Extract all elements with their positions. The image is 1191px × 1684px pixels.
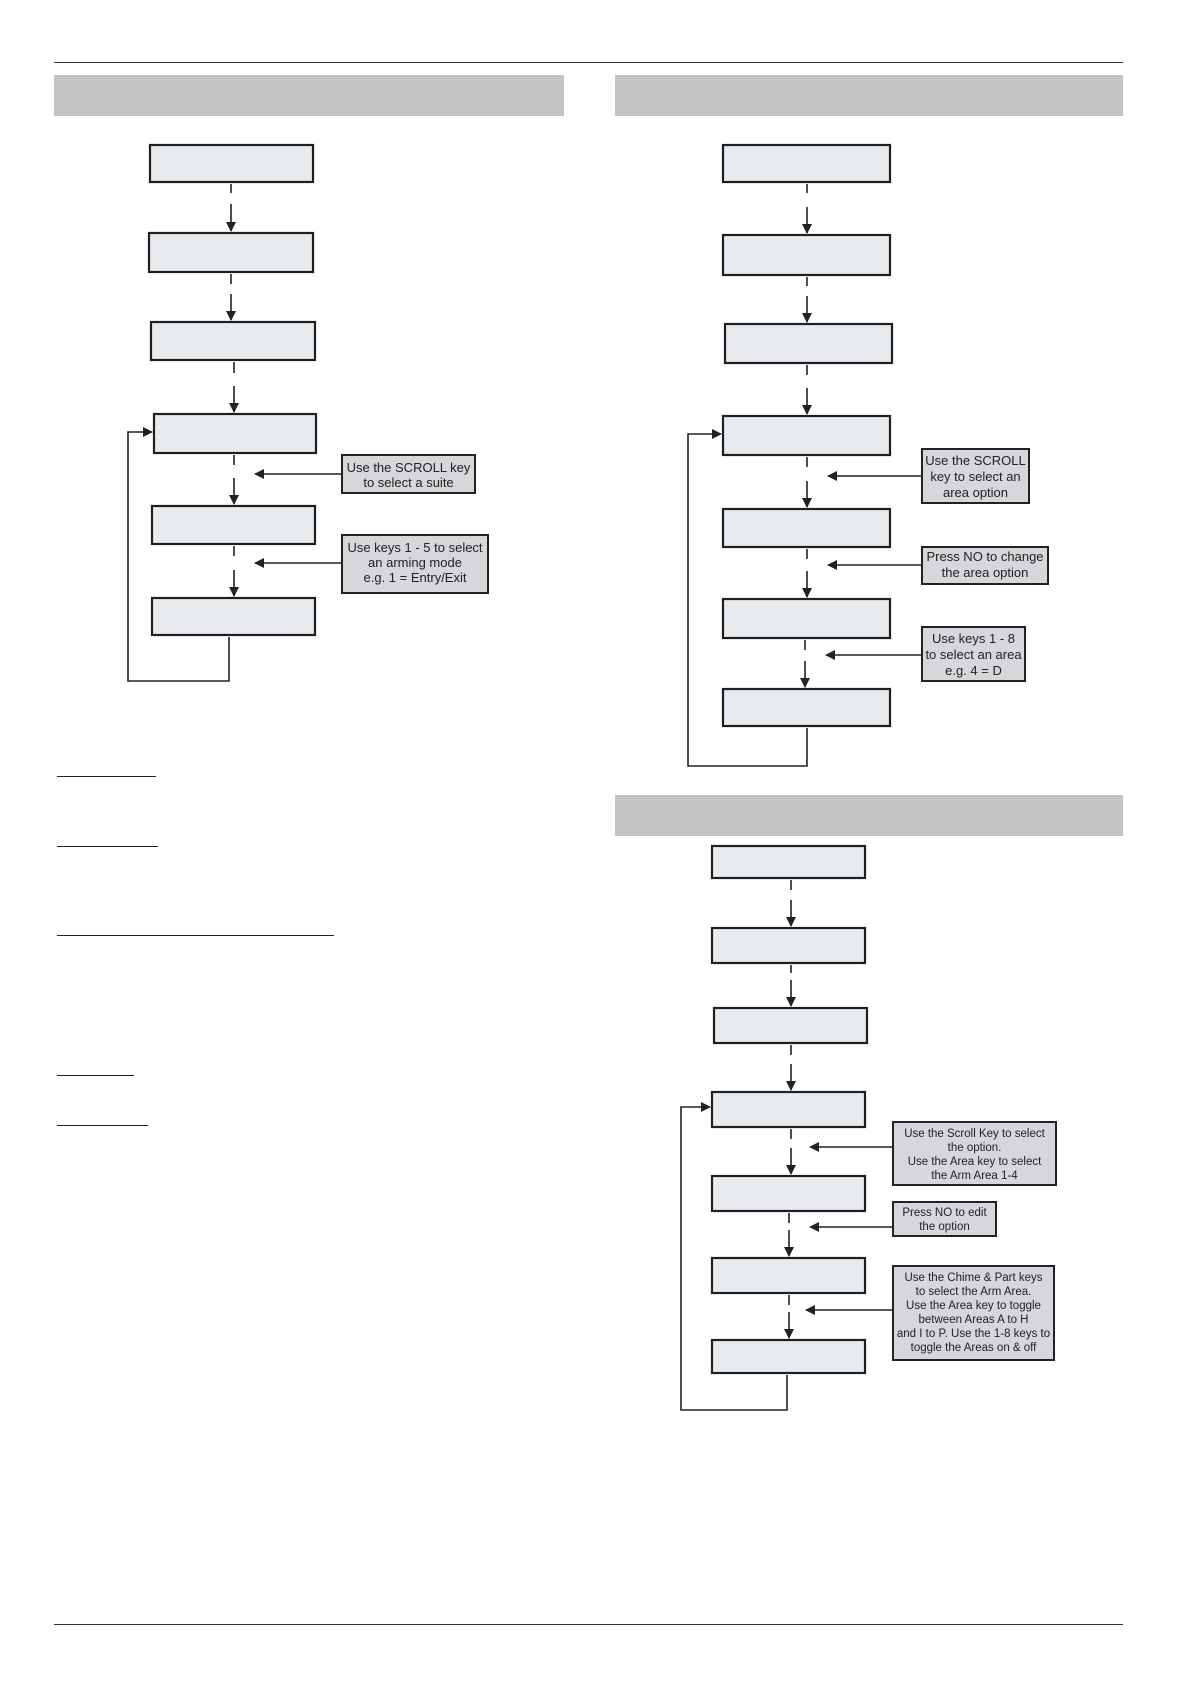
left-lcd-5	[150, 504, 317, 546]
rb-lcd-5	[710, 1174, 867, 1213]
left-loop-arrow	[127, 427, 230, 682]
note-suite-select-line-1: Use the SCROLL key	[347, 460, 471, 475]
left-lcd-2	[147, 231, 315, 274]
heading-underline-2	[57, 846, 158, 847]
note-area-option-select-line-2: key to select an	[930, 469, 1020, 484]
left-lcd-3	[149, 320, 317, 362]
rt-lcd-2	[721, 233, 892, 277]
note-box-edit-option	[892, 1201, 997, 1237]
rb-lcd-6	[710, 1256, 867, 1295]
rt-lcd-1	[721, 143, 892, 184]
heading-underline-1	[57, 776, 156, 777]
note-box-chime-part-keys	[892, 1265, 1055, 1361]
note-area-select-line-2: to select an area	[925, 647, 1022, 662]
note-arming-mode-line-1: Use keys 1 - 5 to select	[347, 540, 482, 555]
rb-lcd-2	[710, 926, 867, 965]
note-scroll-area-select-line-1: Use the Scroll Key to select	[904, 1128, 1045, 1140]
note-suite-select-line-2: to select a suite	[363, 475, 453, 490]
note-scroll-area-select-line-3: Use the Area key to select	[908, 1156, 1042, 1168]
rt-lcd-3	[723, 322, 894, 365]
note-edit-option-line-1: Press NO to edit	[902, 1207, 987, 1219]
left-lcd-4	[152, 412, 318, 455]
note-box-area-select	[921, 626, 1026, 682]
note-chime-part-keys-line-1: Use the Chime & Part keys	[904, 1272, 1042, 1284]
note-scroll-area-select-line-4: the Arm Area 1-4	[931, 1170, 1018, 1182]
rt-lcd-6	[721, 597, 892, 640]
note-area-option-change-line-1: Press NO to change	[926, 549, 1043, 564]
note-box-arming-mode	[341, 534, 489, 594]
note-edit-option-line-2: the option	[919, 1221, 970, 1233]
note-chime-part-keys-line-3: Use the Area key to toggle	[906, 1300, 1041, 1312]
note-box-area-option-change	[921, 546, 1049, 585]
note-area-option-change-line-2: the area option	[942, 565, 1029, 580]
section-header-right-top	[615, 75, 1123, 116]
note-area-select-line-3: e.g. 4 = D	[945, 663, 1002, 678]
rt-lcd-5	[721, 507, 892, 549]
note-area-option-select-line-3: area option	[943, 485, 1008, 500]
rb-lcd-7	[710, 1338, 867, 1375]
note-chime-part-keys-line-4: between Areas A to H	[919, 1314, 1029, 1326]
left-lcd-1	[148, 143, 315, 184]
right-top-flowchart: Use the SCROLL key to select an area opt…	[687, 143, 1049, 767]
rt-lcd-4	[721, 414, 892, 457]
note-area-select-line-1: Use keys 1 - 8	[932, 631, 1015, 646]
left-lcd-6	[150, 596, 317, 637]
right-bottom-flowchart: Use the Scroll Key to select the option.…	[680, 844, 1057, 1411]
note-arming-mode-line-2: an arming mode	[368, 555, 462, 570]
heading-underline-5	[57, 1125, 148, 1126]
left-flowchart: Use the SCROLL key to select a suite Use…	[127, 143, 489, 682]
note-chime-part-keys-line-5: and I to P. Use the 1-8 keys to	[897, 1328, 1050, 1340]
note-chime-part-keys-line-6: toggle the Areas on & off	[911, 1342, 1038, 1354]
rt-lcd-7	[721, 687, 892, 728]
top-rule	[54, 62, 1123, 63]
heading-underline-4	[57, 1075, 134, 1076]
note-area-option-select-line-1: Use the SCROLL	[925, 453, 1025, 468]
note-scroll-area-select-line-2: the option.	[948, 1142, 1002, 1154]
heading-underline-3	[57, 935, 334, 936]
section-header-left	[54, 75, 564, 116]
note-chime-part-keys-line-2: to select the Arm Area.	[916, 1286, 1032, 1298]
note-arming-mode-line-3: e.g. 1 = Entry/Exit	[364, 570, 467, 585]
rb-loop-arrow	[680, 1102, 788, 1411]
rb-lcd-3	[712, 1006, 869, 1045]
section-header-right-bottom	[615, 795, 1123, 836]
rb-lcd-4	[710, 1090, 867, 1129]
rb-lcd-1	[710, 844, 867, 880]
note-box-scroll-area-select	[892, 1121, 1057, 1186]
bottom-rule	[54, 1624, 1123, 1625]
rt-loop-arrow	[687, 429, 808, 767]
note-box-area-option-select	[921, 448, 1030, 504]
note-box-suite-select	[341, 454, 476, 494]
